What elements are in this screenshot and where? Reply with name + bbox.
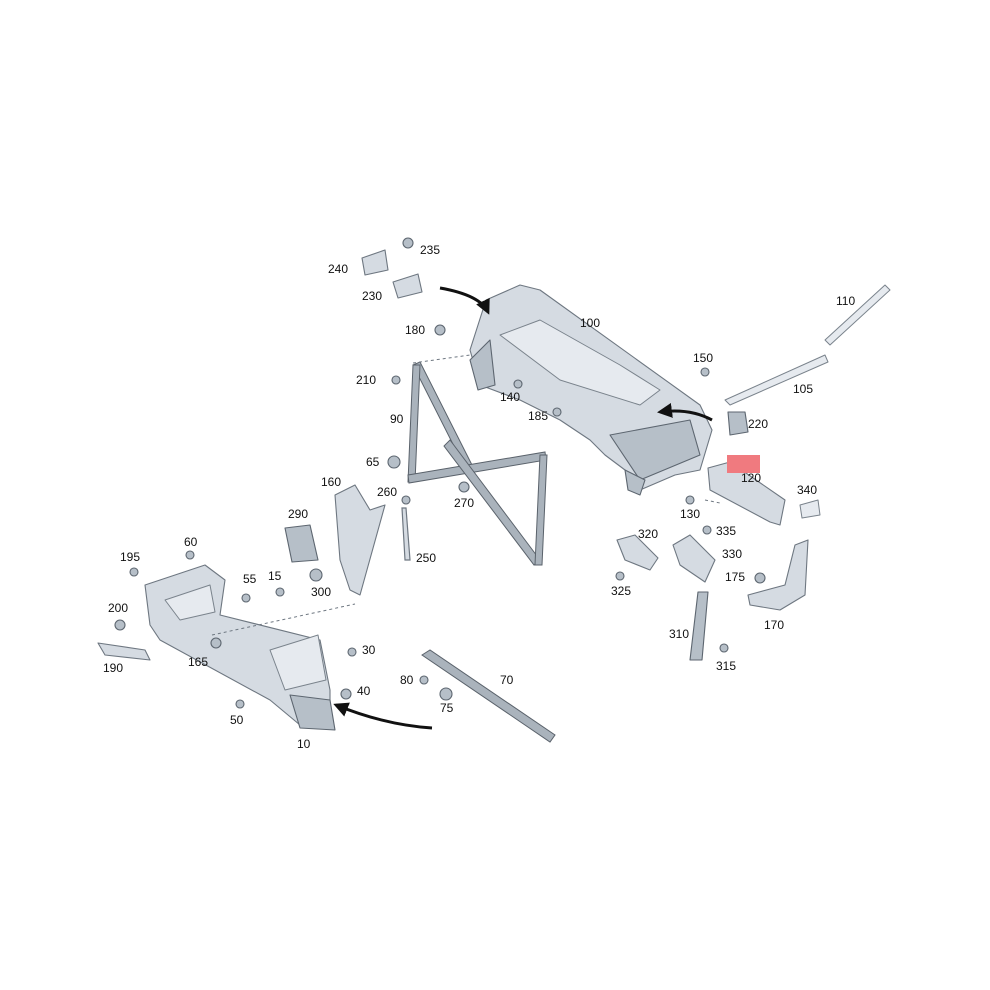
part-290-bracket (284, 524, 319, 563)
callout-150: 150 (693, 351, 713, 365)
callout-340: 340 (797, 483, 817, 497)
callout-180: 180 (405, 323, 425, 337)
callout-300: 300 (311, 585, 331, 599)
callout-250: 250 (416, 551, 436, 565)
callout-185: 185 (528, 409, 548, 423)
callout-90: 90 (390, 412, 404, 426)
callout-330: 330 (722, 547, 742, 561)
callout-165: 165 (188, 655, 208, 669)
callout-65: 65 (366, 455, 380, 469)
callout-70: 70 (500, 673, 514, 687)
callout-240: 240 (328, 262, 348, 276)
part-170-bracket (747, 539, 809, 611)
callout-290: 290 (288, 507, 308, 521)
callout-220: 220 (748, 417, 768, 431)
part-320-bracket (616, 534, 659, 571)
part-310-bracket (689, 591, 709, 661)
callout-105: 105 (793, 382, 813, 396)
callout-110: 110 (836, 294, 855, 308)
callout-325: 325 (611, 584, 631, 598)
part-90-brace (407, 354, 548, 566)
callout-235: 235 (420, 243, 440, 257)
callout-100: 100 (580, 316, 600, 330)
callout-80: 80 (400, 673, 414, 687)
fasteners (114, 237, 766, 709)
callout-230: 230 (362, 289, 382, 303)
curved-arrow-icon (333, 702, 433, 730)
part-10-lower-member (144, 564, 336, 731)
part-190-bracket (97, 642, 151, 661)
callout-315: 315 (716, 659, 736, 673)
curved-arrow-icon (439, 286, 490, 315)
callout-40: 40 (357, 684, 371, 698)
callout-55: 55 (243, 572, 257, 586)
callout-200: 200 (108, 601, 128, 615)
callout-140: 140 (500, 390, 520, 404)
callout-160: 160 (321, 475, 341, 489)
callout-310: 310 (669, 627, 689, 641)
part-340-clip (799, 499, 821, 519)
callout-335: 335 (716, 524, 736, 538)
part-220-sensor (727, 411, 749, 436)
curved-arrow-icon (657, 402, 713, 422)
callout-130: 130 (680, 507, 700, 521)
callout-320: 320 (638, 527, 658, 541)
callout-210: 210 (356, 373, 376, 387)
callout-10: 10 (297, 737, 311, 751)
part-70-strut (421, 649, 556, 743)
part-160-bracket (334, 484, 386, 596)
part-100-cross-beam (469, 284, 713, 496)
callout-120: 120 (741, 471, 761, 485)
part-230-bracket (392, 273, 423, 299)
callout-labels: 10 15 30 40 50 55 60 65 70 75 80 90 100 … (103, 243, 855, 751)
callout-50: 50 (230, 713, 244, 727)
callout-15: 15 (268, 569, 282, 583)
callout-175: 175 (725, 570, 745, 584)
highlight-marker (727, 455, 760, 473)
callout-190: 190 (103, 661, 123, 675)
callout-195: 195 (120, 550, 140, 564)
callout-60: 60 (184, 535, 198, 549)
callout-30: 30 (362, 643, 376, 657)
callout-75: 75 (440, 701, 454, 715)
part-240-bracket (361, 249, 389, 276)
callout-170: 170 (764, 618, 784, 632)
part-105-trim (724, 354, 829, 406)
part-110-trim (824, 284, 891, 346)
callout-270: 270 (454, 496, 474, 510)
callout-260: 260 (377, 485, 397, 499)
part-330-bracket (672, 534, 716, 583)
